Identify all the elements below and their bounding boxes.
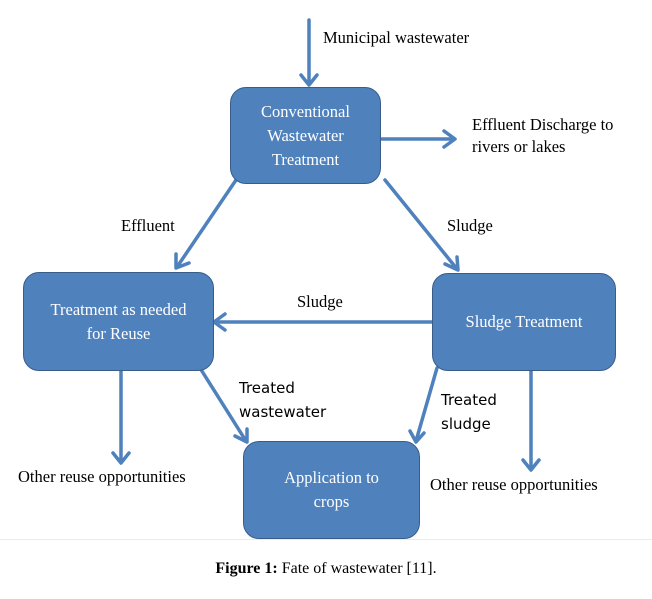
arrow-sludge-to-other-right <box>521 368 541 472</box>
arrow-municipal-to-conventional <box>299 18 319 87</box>
node-application-to-crops: Application to crops <box>243 441 420 539</box>
figure-caption: Figure 1: Fate of wastewater [11]. <box>0 560 652 578</box>
arrow-treated-sludge <box>408 366 439 444</box>
divider-line <box>0 539 652 540</box>
node-conventional-treatment: Conventional Wastewater Treatment <box>230 87 381 184</box>
label-sludge-diagonal: Sludge <box>447 216 493 235</box>
arrow-conventional-to-discharge <box>379 129 457 149</box>
label-effluent-discharge: Effluent Discharge to rivers or lakes <box>472 115 614 156</box>
arrow-reuse-to-other-left <box>111 368 131 465</box>
label-treated-sludge: Treated sludge <box>441 391 497 433</box>
arrow-sludge-to-sludge-treatment <box>383 178 460 272</box>
label-sludge-horizontal: Sludge <box>297 292 343 311</box>
node-treatment-for-reuse: Treatment as needed for Reuse <box>23 272 214 371</box>
label-other-reuse-left: Other reuse opportunities <box>18 467 186 486</box>
caption-prefix: Figure 1: <box>215 560 278 577</box>
label-effluent: Effluent <box>121 216 175 235</box>
arrow-effluent <box>174 178 238 270</box>
caption-text: Fate of wastewater [11]. <box>277 560 437 577</box>
label-treated-wastewater: Treated wastewater <box>239 379 327 421</box>
label-municipal-wastewater: Municipal wastewater <box>323 28 470 47</box>
label-other-reuse-right: Other reuse opportunities <box>430 475 598 494</box>
node-sludge-treatment: Sludge Treatment <box>432 273 616 371</box>
arrow-sludge-to-treatment-reuse <box>212 312 434 332</box>
arrow-treated-wastewater <box>198 366 249 444</box>
